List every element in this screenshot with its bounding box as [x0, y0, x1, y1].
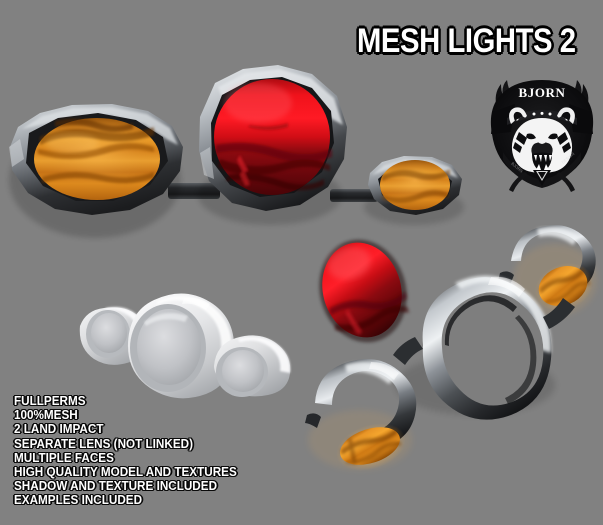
bezel-small-with-amber-lens-lower [305, 358, 417, 471]
clay-lens [137, 309, 201, 385]
bezel-small-with-amber-lens-upper [498, 225, 597, 316]
small-oval-amber-light [364, 156, 464, 225]
large-round-red-light [198, 65, 347, 225]
bear-snout [531, 142, 553, 154]
connector-bar-right [330, 189, 378, 202]
untextured-clay-render [66, 286, 306, 402]
bear-crest-logo: BJORN [489, 74, 595, 192]
bezel-highlight [22, 107, 178, 145]
bezel-stem-right [543, 298, 575, 329]
clay-lens [91, 313, 127, 353]
list-item: MULTIPLE FACES [14, 449, 114, 465]
clay-lens [222, 350, 264, 392]
list-item: 2 LAND IMPACT [14, 421, 104, 437]
feature-list: FULLPERMS 100%MESH 2 LAND IMPACT SEPARAT… [14, 393, 262, 508]
bear-eye-right [548, 133, 558, 140]
list-item: EXAMPLES INCLUDED [14, 492, 143, 508]
list-item: 100%MESH [14, 407, 78, 423]
list-item: FULLPERMS [14, 393, 86, 408]
list-item: HIGH QUALITY MODEL AND TEXTURES [14, 464, 237, 480]
bezel-large-empty [393, 275, 575, 420]
bear-eye-left [526, 133, 536, 140]
bezel-highlight [372, 159, 458, 178]
clay-light-large-center [128, 293, 235, 399]
list-item: SHADOW AND TEXTURE INCLUDED [14, 478, 218, 494]
detached-red-lens-disc [319, 239, 410, 343]
textured-lights-front-view [0, 55, 480, 238]
clay-light-small-right [214, 335, 291, 397]
page-title: MESH LIGHTS 2 [357, 22, 576, 60]
bear-head-icon [509, 107, 575, 174]
separate-lens-demo [305, 225, 603, 475]
bezel-stem-left [393, 337, 423, 365]
large-oval-amber-light [9, 104, 183, 238]
bear-nose [537, 139, 547, 144]
list-item: SEPARATE LENS (NOT LINKED) [14, 435, 193, 451]
bezel-highlight [455, 275, 552, 353]
brand-wordmark: BJORN [518, 85, 565, 100]
